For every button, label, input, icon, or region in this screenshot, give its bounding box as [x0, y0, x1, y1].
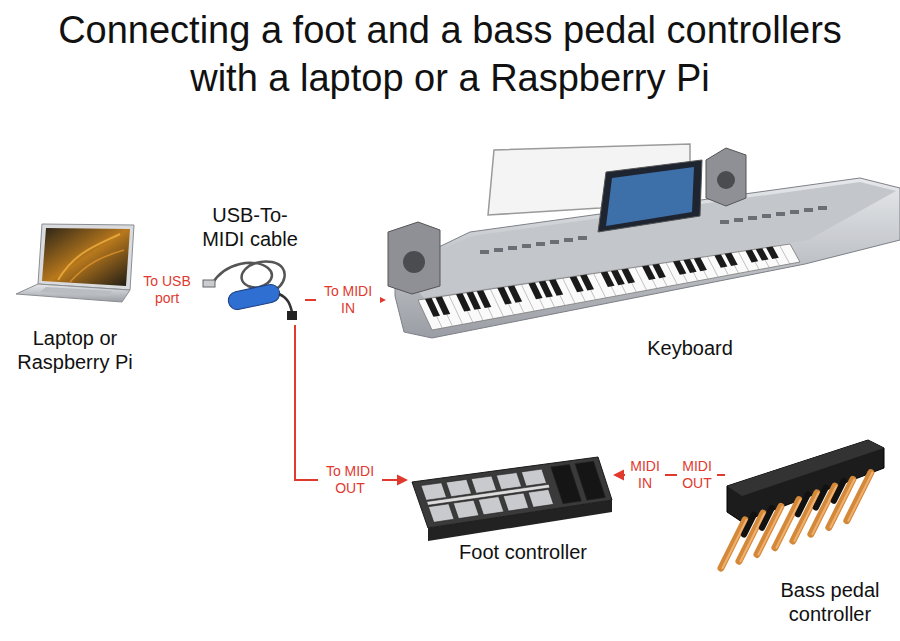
panel-button: [762, 214, 771, 218]
foot-switch: [453, 500, 479, 518]
black-key: [714, 254, 727, 267]
connector-label: To USB port: [138, 273, 196, 307]
connector-label: To MIDI IN: [316, 283, 380, 317]
foot-switch: [421, 483, 447, 501]
device-label: Bass pedal controller: [765, 578, 895, 626]
sharp-pedal: [744, 515, 754, 535]
arrow-head: [613, 470, 624, 481]
pedal-highlight: [848, 473, 872, 521]
connector-label: To MIDI OUT: [318, 463, 382, 497]
black-key: [611, 270, 625, 285]
panel-button: [522, 244, 531, 248]
foot-switch: [496, 473, 521, 490]
midi-connection: [295, 325, 408, 486]
panel-button: [734, 218, 743, 222]
black-key: [745, 250, 758, 263]
panel-button: [578, 236, 587, 240]
device-label: USB-To-MIDI cable: [195, 203, 305, 251]
panel-button: [494, 248, 503, 252]
foot-switch: [428, 504, 454, 523]
sharp-pedal: [798, 494, 808, 514]
bass-pedal-picture: [721, 440, 884, 568]
panel-button: [508, 246, 517, 250]
foot-switch: [503, 493, 528, 511]
panel-button: [790, 210, 799, 214]
sharp-pedal: [816, 488, 826, 508]
black-key: [652, 264, 665, 279]
panel-button: [776, 212, 785, 216]
foot-controller-picture: [412, 457, 612, 541]
black-key: [756, 248, 769, 260]
black-key: [694, 258, 707, 272]
black-key: [621, 268, 635, 283]
sharp-pedal: [762, 508, 772, 528]
foot-switch: [478, 497, 504, 515]
foot-switch: [528, 489, 553, 507]
key-divider: [738, 252, 749, 272]
laptop-picture: [16, 224, 134, 302]
device-node: Bass pedal controller: [725, 440, 895, 638]
black-key: [766, 247, 779, 259]
connector-line: [295, 325, 397, 480]
foot-switch: [521, 469, 546, 486]
panel-button: [748, 216, 757, 220]
black-key: [549, 279, 563, 295]
expression-pedal: [551, 465, 582, 504]
port-label: MIDI OUT: [677, 458, 717, 492]
panel-button: [804, 208, 813, 212]
black-key: [683, 259, 696, 273]
expression-pedal: [575, 461, 605, 500]
black-key: [601, 272, 615, 288]
panel-button: [480, 250, 489, 254]
device-node: Foot controller: [408, 455, 613, 568]
natural-pedal: [847, 473, 871, 521]
black-key: [435, 296, 450, 315]
foot-switch: [446, 479, 471, 496]
black-key: [477, 290, 492, 308]
device-label: Keyboard: [640, 336, 740, 360]
black-key: [508, 286, 522, 303]
diagram-title: Connecting a foot and a bass pedal contr…: [40, 6, 860, 102]
device-label: Foot controller: [448, 540, 598, 564]
panel-button: [550, 240, 559, 244]
black-key: [642, 265, 656, 280]
device-node: Keyboard: [386, 140, 898, 366]
black-key: [580, 275, 594, 291]
device-node: USB-To-MIDI cable: [195, 203, 305, 325]
arrow-head: [397, 475, 408, 486]
sharp-pedal: [834, 481, 844, 501]
key-divider: [780, 246, 790, 264]
panel-button: [818, 206, 827, 210]
panel-button: [564, 238, 573, 242]
usb-midi-cable-picture: [203, 261, 297, 320]
device-node: Laptop or Raspberry Pi: [10, 222, 140, 378]
black-key: [673, 261, 686, 275]
port-label: MIDI IN: [625, 458, 665, 492]
black-key: [725, 253, 738, 266]
foot-switch: [471, 476, 496, 493]
panel-button: [720, 220, 729, 224]
device-label: Laptop or Raspberry Pi: [10, 326, 140, 374]
white-keys: [418, 244, 800, 330]
panel-button: [536, 242, 545, 246]
keyboard-picture: [388, 144, 900, 338]
